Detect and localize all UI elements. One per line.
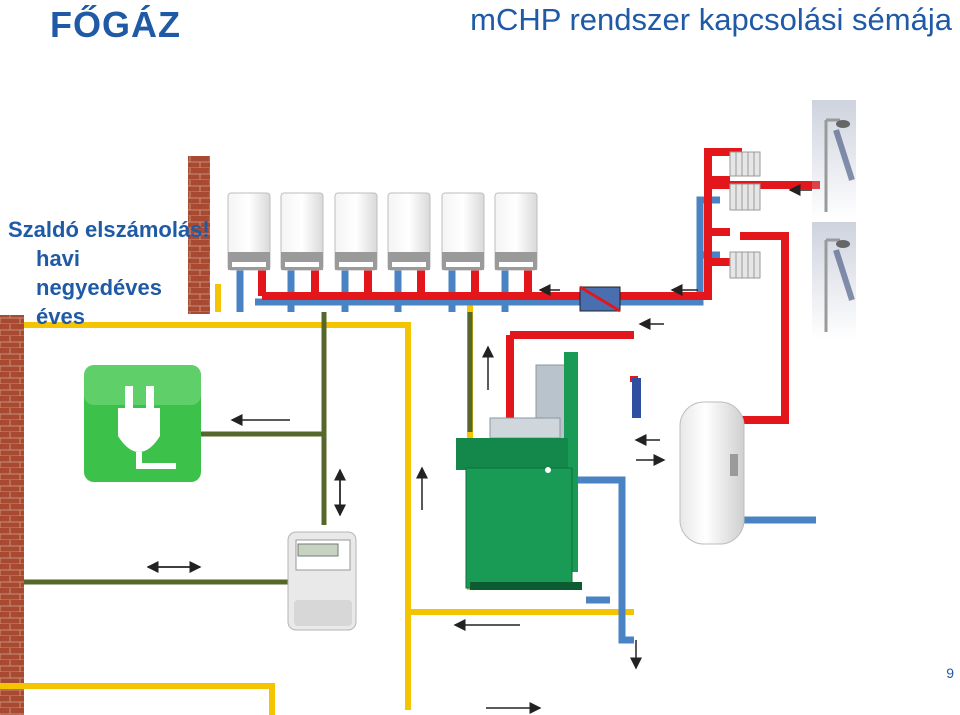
radiator-icon — [729, 251, 761, 279]
page-title: mCHP rendszer kapcsolási sémája — [470, 2, 952, 37]
buffer-tank — [632, 378, 641, 418]
shower-icon — [812, 222, 856, 340]
page-number: 9 — [946, 665, 954, 681]
fogaz-logo: FŐGÁZ — [50, 4, 181, 45]
billing-option-monthly: havi — [36, 246, 81, 271]
shower-icon — [812, 100, 856, 220]
power-lines — [24, 312, 473, 585]
plug-icon — [84, 365, 201, 482]
wall-boilers — [227, 192, 538, 271]
billing-title: Szaldó elszámolás! — [8, 217, 210, 242]
water-heater-icon — [679, 401, 745, 545]
wall-boiler-icon — [494, 192, 538, 271]
flow-arrows — [146, 184, 812, 714]
wall-boiler-icon — [334, 192, 378, 271]
wall-boiler-icon — [280, 192, 324, 271]
radiator-icon — [729, 151, 761, 177]
brick-wall-icon — [0, 315, 24, 715]
electric-meter-icon — [287, 531, 357, 631]
billing-note: Szaldó elszámolás! havi negyedéves éves — [8, 215, 210, 331]
wall-boiler-icon — [441, 192, 485, 271]
billing-option-yearly: éves — [36, 304, 85, 329]
radiator-icon — [729, 183, 761, 211]
wall-boiler-icon — [387, 192, 431, 271]
brick-chimney-icon — [188, 156, 210, 314]
showers — [812, 100, 856, 340]
billing-option-quarterly: negyedéves — [36, 275, 162, 300]
wall-boiler-icon — [227, 192, 271, 271]
radiators — [729, 151, 761, 279]
chp-unit-icon — [456, 352, 582, 590]
